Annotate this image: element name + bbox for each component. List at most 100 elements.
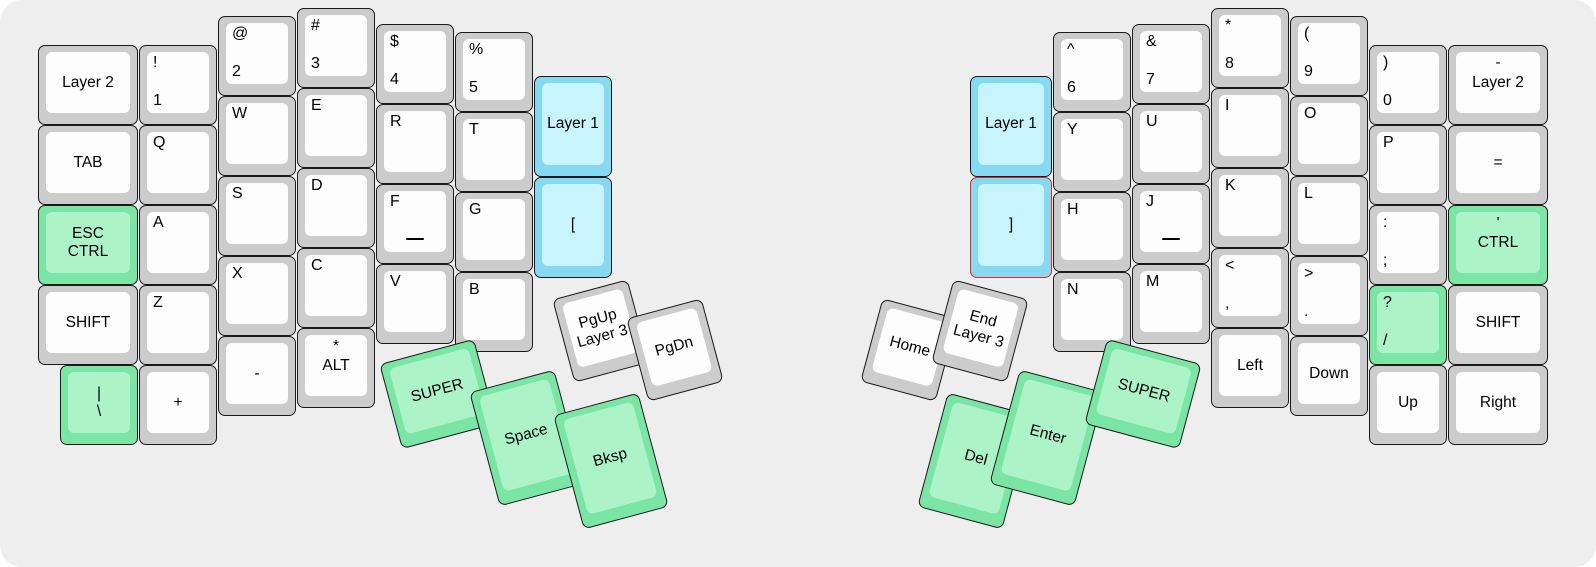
key-l-c3-r3[interactable]: S <box>218 176 296 256</box>
key-legend-top: % <box>469 41 484 58</box>
key-r-c0-r1[interactable]: Layer 1 <box>970 76 1052 177</box>
key-l-c7-r1[interactable]: Layer 1 <box>534 76 612 177</box>
key-legend-main: End Layer 3 <box>951 307 1006 352</box>
key-legend-main: ] <box>1008 216 1014 234</box>
keycap-surface: Layer 1 <box>978 83 1044 165</box>
key-l-th-pgdn[interactable]: PgDn <box>626 298 724 402</box>
key-l-c5-r1[interactable]: $4 <box>376 24 454 104</box>
key-r-c1-r4[interactable]: N <box>1053 272 1131 352</box>
keycap-surface: Right <box>1456 372 1540 433</box>
key-l-c5-r3[interactable]: F <box>376 184 454 264</box>
key-r-c4-r5[interactable]: Down <box>1290 336 1368 416</box>
keycap-surface: G <box>463 199 525 260</box>
key-l-c4-r4[interactable]: C <box>297 248 375 328</box>
keycap-surface: R <box>384 111 446 172</box>
key-r-c5-r1[interactable]: )0 <box>1369 45 1447 125</box>
key-legend-top: U <box>1146 113 1158 130</box>
key-r-c3-r4[interactable]: <, <box>1211 248 1289 328</box>
keycap-surface: !1 <box>147 52 209 113</box>
keycap-surface: Y <box>1061 119 1123 180</box>
keycap-surface: SUPER <box>388 347 486 435</box>
key-r-c1-r1[interactable]: ^6 <box>1053 32 1131 112</box>
key-legend-main: Space <box>502 420 550 449</box>
key-r-c4-r2[interactable]: O <box>1290 96 1368 176</box>
key-l-c4-r1[interactable]: #3 <box>297 8 375 88</box>
key-l-c2-r2[interactable]: Q <box>139 125 217 205</box>
key-r-c6-r1[interactable]: -Layer 2 <box>1448 45 1548 125</box>
keycap-surface: U <box>1140 111 1202 172</box>
key-r-c5-r3[interactable]: :; <box>1369 205 1447 285</box>
keycap-surface: M <box>1140 271 1202 332</box>
key-l-c3-r1[interactable]: @2 <box>218 16 296 96</box>
key-l-c2-r3[interactable]: A <box>139 205 217 285</box>
key-l-c3-r2[interactable]: W <box>218 96 296 176</box>
key-l-c4-r3[interactable]: D <box>297 168 375 248</box>
key-l-c2-r1[interactable]: !1 <box>139 45 217 125</box>
key-l-c6-r3[interactable]: G <box>455 192 533 272</box>
key-l-c6-r4[interactable]: B <box>455 272 533 352</box>
key-r-th-end[interactable]: End Layer 3 <box>931 279 1029 383</box>
keycap-surface: A <box>147 212 209 273</box>
keycap-surface: = <box>1456 132 1540 193</box>
key-r-c4-r4[interactable]: >. <box>1290 256 1368 336</box>
keycap-surface: #3 <box>305 15 367 76</box>
keycap-surface: SHIFT <box>46 292 130 353</box>
key-r-c2-r3[interactable]: J <box>1132 184 1210 264</box>
key-l-c1-r3[interactable]: ESC CTRL <box>38 205 138 285</box>
keycap-surface: N <box>1061 279 1123 340</box>
keycap-surface: ] <box>978 184 1044 266</box>
key-r-c6-r2[interactable]: = <box>1448 125 1548 205</box>
key-l-c2-r5[interactable]: + <box>139 365 217 445</box>
key-r-c5-r2[interactable]: P <box>1369 125 1447 205</box>
keycap-surface: Layer 2 <box>46 52 130 113</box>
key-l-c4-r5[interactable]: *ALT <box>297 328 375 408</box>
key-legend-top: & <box>1146 33 1157 50</box>
key-r-c5-r4[interactable]: ?/ <box>1369 285 1447 365</box>
key-legend-main: | \ <box>96 384 102 420</box>
key-l-c1-r1[interactable]: Layer 2 <box>38 45 138 125</box>
key-l-c5-r4[interactable]: V <box>376 264 454 344</box>
key-l-c2-r4[interactable]: Z <box>139 285 217 365</box>
key-r-c2-r2[interactable]: U <box>1132 104 1210 184</box>
key-r-th-super[interactable]: SUPER <box>1084 338 1202 450</box>
key-r-c3-r5[interactable]: Left <box>1211 328 1289 408</box>
homing-bar-indicator <box>406 237 424 240</box>
key-l-c6-r2[interactable]: T <box>455 112 533 192</box>
key-r-c4-r1[interactable]: (9 <box>1290 16 1368 96</box>
key-l-c6-r1[interactable]: %5 <box>455 32 533 112</box>
keycap-surface: PgUp Layer 3 <box>561 288 639 369</box>
key-r-c1-r3[interactable]: H <box>1053 192 1131 272</box>
key-r-c6-r4[interactable]: SHIFT <box>1448 285 1548 365</box>
key-r-c5-r5[interactable]: Up <box>1369 365 1447 445</box>
keycap-surface: PgDn <box>635 307 713 388</box>
key-l-c5-r2[interactable]: R <box>376 104 454 184</box>
key-r-c6-r5[interactable]: Right <box>1448 365 1548 445</box>
key-r-c2-r4[interactable]: M <box>1132 264 1210 344</box>
keycap-surface: Q <box>147 132 209 193</box>
keycap-surface: (9 <box>1298 23 1360 84</box>
key-legend-top: R <box>390 113 402 130</box>
key-legend-main: Up <box>1398 393 1418 411</box>
key-l-th-bksp[interactable]: Bksp <box>553 392 669 530</box>
key-r-c3-r1[interactable]: *8 <box>1211 8 1289 88</box>
key-l-c3-r5[interactable]: - <box>218 336 296 416</box>
keycap-surface: K <box>1219 175 1281 236</box>
key-r-c6-r3[interactable]: 'CTRL <box>1448 205 1548 285</box>
key-r-c4-r3[interactable]: L <box>1290 176 1368 256</box>
key-l-c1-r5[interactable]: | \ <box>60 365 138 445</box>
key-r-c0-r2[interactable]: ] <box>970 177 1052 278</box>
keycap-surface: Enter <box>1000 378 1096 492</box>
key-r-c3-r2[interactable]: I <box>1211 88 1289 168</box>
key-l-c4-r2[interactable]: E <box>297 88 375 168</box>
key-r-c3-r3[interactable]: K <box>1211 168 1289 248</box>
key-l-c1-r4[interactable]: SHIFT <box>38 285 138 365</box>
key-r-c2-r1[interactable]: &7 <box>1132 24 1210 104</box>
key-r-c1-r2[interactable]: Y <box>1053 112 1131 192</box>
key-l-c3-r4[interactable]: X <box>218 256 296 336</box>
key-legend-top: < <box>1225 257 1235 274</box>
key-l-c7-r2[interactable]: [ <box>534 177 612 278</box>
key-l-c1-r2[interactable]: TAB <box>38 125 138 205</box>
key-r-th-enter[interactable]: Enter <box>989 369 1105 507</box>
